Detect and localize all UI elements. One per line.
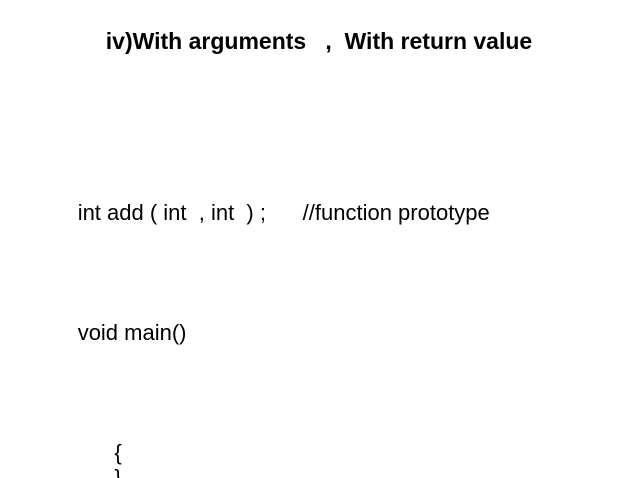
code-block: int add ( int , int ) ; //function proto… — [41, 113, 621, 478]
slide-title: iv)With arguments , With return value — [105, 28, 533, 54]
code-line: void main() — [41, 320, 187, 345]
code-line: { — [41, 440, 122, 465]
code-line-clipped: } — [41, 465, 122, 478]
code-line: int add ( int , int ) ; //function proto… — [41, 200, 490, 225]
